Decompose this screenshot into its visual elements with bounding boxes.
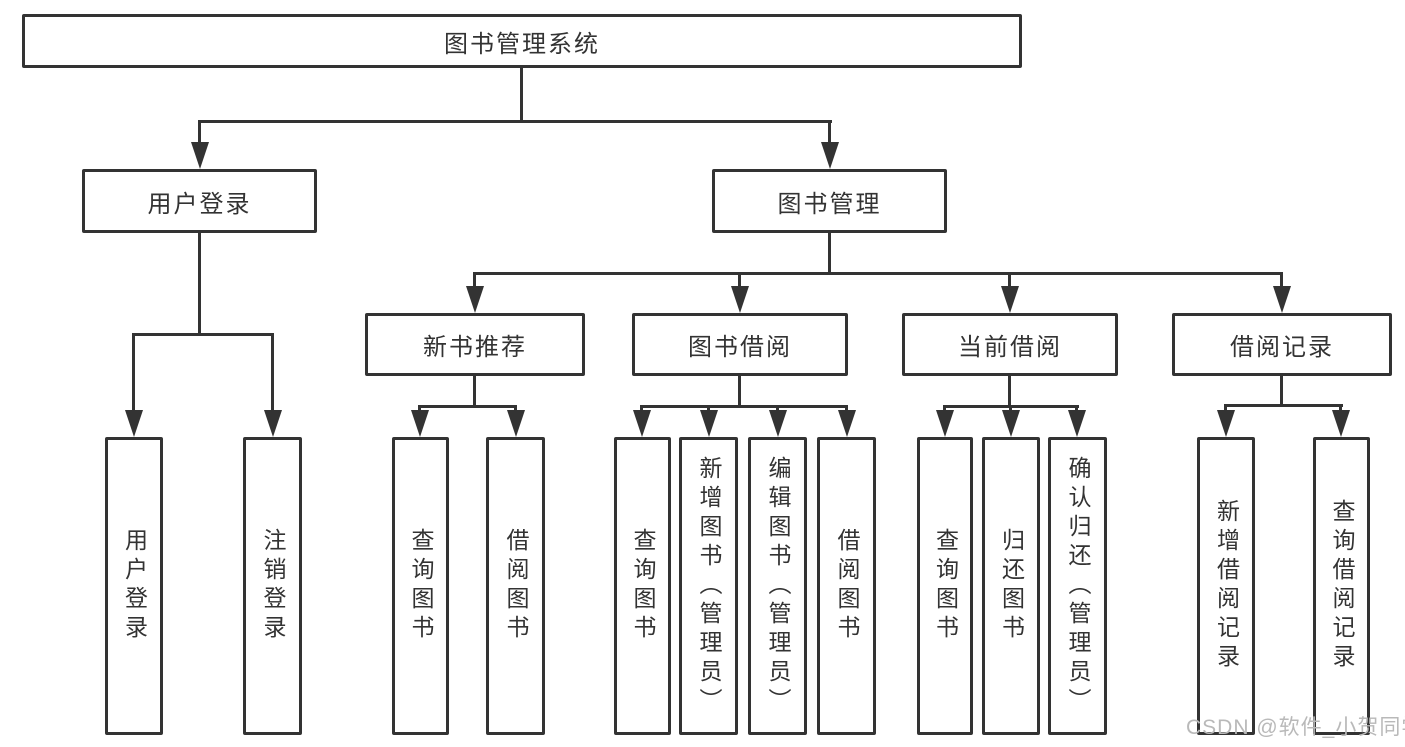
connector-new-book-bar xyxy=(418,405,517,408)
connector-shaft-bb-query xyxy=(640,405,643,414)
leaf-borrow-add: 新增图书（管理员） xyxy=(679,437,738,735)
node-new-book-recommend: 新书推荐 xyxy=(365,313,585,376)
arrowhead-bb-edit xyxy=(769,410,787,437)
connector-shaft-new-book-recommend xyxy=(473,272,476,289)
leaf-logout: 注销登录 xyxy=(243,437,302,735)
connector-current-borrow-drop xyxy=(1008,376,1011,408)
node-borrow-records-label: 借阅记录 xyxy=(1230,334,1334,361)
node-book-borrow: 图书借阅 xyxy=(632,313,848,376)
arrowhead-bb-add xyxy=(700,410,718,437)
node-user-login-label: 用户登录 xyxy=(147,190,252,218)
arrowhead-cb-query xyxy=(936,410,954,437)
connector-shaft-cb-confirm xyxy=(1075,405,1078,414)
arrowhead-cb-return xyxy=(1002,410,1020,437)
arrowhead-current-borrow xyxy=(1001,286,1019,313)
node-book-management-label: 图书管理 xyxy=(777,190,882,218)
node-book-borrow-label: 图书借阅 xyxy=(688,334,792,361)
connector-new-book-drop xyxy=(473,376,476,408)
arrowhead-leaf-logout xyxy=(264,410,282,437)
connector-book-management-drop xyxy=(828,233,831,275)
leaf-current-query: 查询图书 xyxy=(917,437,973,735)
arrowhead-br-query xyxy=(1332,410,1350,437)
arrowhead-bb-query xyxy=(633,410,651,437)
leaf-borrow-query-label: 查询图书 xyxy=(630,528,656,644)
leaf-borrow-query: 查询图书 xyxy=(614,437,671,735)
leaf-current-return: 归还图书 xyxy=(982,437,1040,735)
leaf-borrow-add-label: 新增图书（管理员） xyxy=(696,455,722,717)
connector-shaft-nb-borrow xyxy=(514,405,517,414)
leaf-current-confirm-label: 确认归还（管理员） xyxy=(1065,455,1091,717)
connector-shaft-leaf-user-login xyxy=(132,333,135,413)
arrowhead-cb-confirm xyxy=(1068,410,1086,437)
connector-shaft-bb-edit xyxy=(776,405,779,414)
connector-shaft-cb-return xyxy=(1009,405,1012,414)
leaf-newbook-query: 查询图书 xyxy=(392,437,449,735)
connector-user-login-drop xyxy=(198,233,201,336)
connector-shaft-book-management xyxy=(828,120,831,146)
connector-shaft-br-add xyxy=(1224,404,1227,414)
node-user-login: 用户登录 xyxy=(82,169,317,233)
leaf-newbook-query-label: 查询图书 xyxy=(408,528,434,644)
arrowhead-book-borrow xyxy=(731,286,749,313)
connector-level3-bar xyxy=(473,272,1283,275)
leaf-current-return-label: 归还图书 xyxy=(998,528,1025,644)
connector-shaft-user-login xyxy=(198,120,201,146)
connector-borrow-records-bar xyxy=(1224,404,1343,407)
connector-shaft-br-query xyxy=(1339,404,1342,414)
arrowhead-br-add xyxy=(1217,410,1235,437)
node-root-label: 图书管理系统 xyxy=(444,30,600,58)
leaf-user-login-label: 用户登录 xyxy=(121,528,148,644)
connector-shaft-book-borrow xyxy=(738,272,741,289)
connector-borrow-records-drop xyxy=(1280,376,1283,407)
leaf-newbook-borrow-label: 借阅图书 xyxy=(503,528,529,644)
connector-shaft-bb-add xyxy=(707,405,710,414)
leaf-record-query-label: 查询借阅记录 xyxy=(1329,499,1355,673)
leaf-record-query: 查询借阅记录 xyxy=(1313,437,1370,735)
leaf-record-add: 新增借阅记录 xyxy=(1197,437,1255,735)
leaf-borrow-edit-label: 编辑图书（管理员） xyxy=(765,455,791,717)
arrowhead-new-book-recommend xyxy=(466,286,484,313)
connector-shaft-cb-query xyxy=(943,405,946,414)
leaf-borrow-borrow-label: 借阅图书 xyxy=(834,528,860,644)
leaf-borrow-borrow: 借阅图书 xyxy=(817,437,876,735)
arrowhead-book-management xyxy=(821,142,839,169)
connector-shaft-bb-borrow xyxy=(845,405,848,414)
node-current-borrow-label: 当前借阅 xyxy=(958,334,1062,361)
connector-root-bar xyxy=(198,120,832,123)
node-current-borrow: 当前借阅 xyxy=(902,313,1118,376)
leaf-current-confirm: 确认归还（管理员） xyxy=(1048,437,1107,735)
leaf-record-add-label: 新增借阅记录 xyxy=(1213,499,1240,673)
node-book-management: 图书管理 xyxy=(712,169,947,233)
connector-shaft-leaf-logout xyxy=(271,333,274,413)
connector-book-borrow-bar xyxy=(640,405,848,408)
node-new-book-recommend-label: 新书推荐 xyxy=(423,334,527,361)
connector-shaft-current-borrow xyxy=(1008,272,1011,289)
connector-user-login-bar xyxy=(132,333,274,336)
arrowhead-bb-borrow xyxy=(838,410,856,437)
connector-root-drop xyxy=(520,68,523,123)
leaf-borrow-edit: 编辑图书（管理员） xyxy=(748,437,807,735)
connector-shaft-nb-query xyxy=(418,405,421,414)
arrowhead-nb-borrow xyxy=(507,410,525,437)
node-borrow-records: 借阅记录 xyxy=(1172,313,1392,376)
leaf-current-query-label: 查询图书 xyxy=(932,528,959,644)
arrowhead-nb-query xyxy=(411,410,429,437)
leaf-user-login: 用户登录 xyxy=(105,437,163,735)
node-root: 图书管理系统 xyxy=(22,14,1022,68)
connector-shaft-borrow-records xyxy=(1280,272,1283,289)
leaf-newbook-borrow: 借阅图书 xyxy=(486,437,545,735)
connector-book-borrow-drop xyxy=(738,376,741,408)
arrowhead-leaf-user-login xyxy=(125,410,143,437)
leaf-logout-label: 注销登录 xyxy=(260,528,286,644)
arrowhead-user-login xyxy=(191,142,209,169)
csdn-watermark: CSDN @软件_小贺同学 xyxy=(1186,716,1405,739)
arrowhead-borrow-records xyxy=(1273,286,1291,313)
